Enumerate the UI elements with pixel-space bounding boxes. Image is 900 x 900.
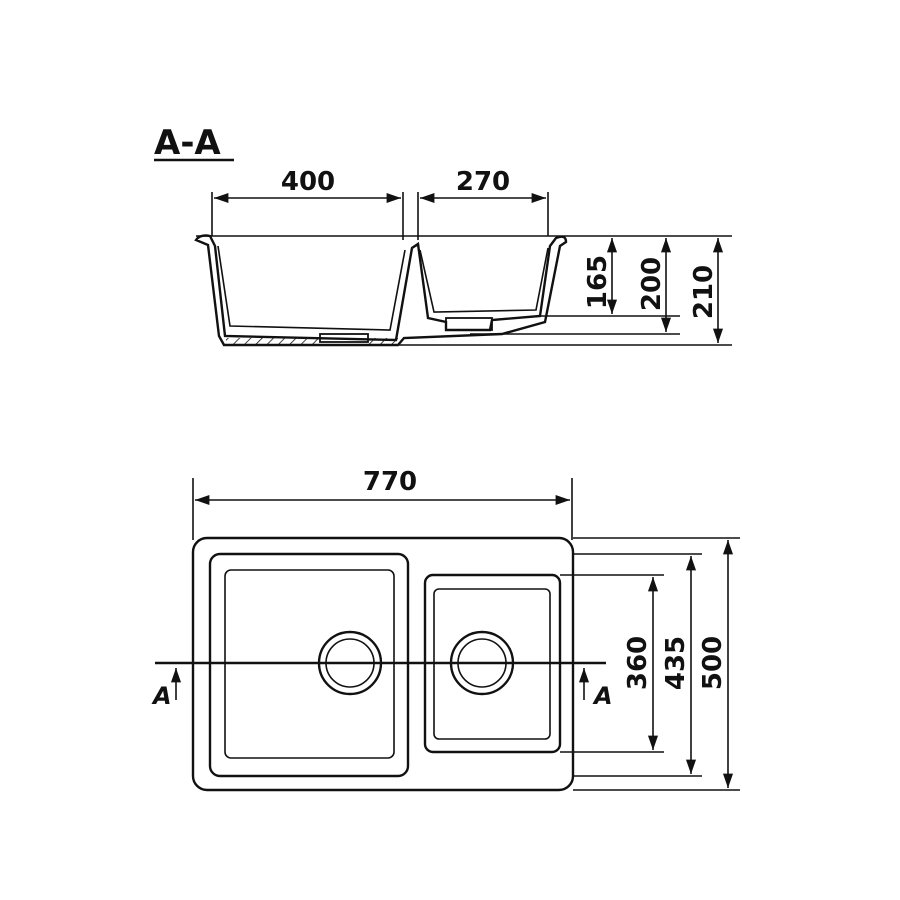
section-hatch-left — [226, 338, 320, 344]
section-sink-outer — [194, 234, 568, 347]
section-right-drain — [445, 317, 493, 331]
dim-360-label: 360 — [623, 636, 653, 690]
dim-435-label: 435 — [661, 636, 691, 690]
plan-left-bowl-rim — [208, 552, 410, 778]
section-view: A-A 400 270 165 200 210 — [154, 123, 732, 347]
section-right-bowl-inner — [419, 247, 549, 313]
plan-view: 770 A A 360 435 500 — [151, 467, 740, 792]
cut-marker-right: A — [592, 682, 613, 710]
section-hatch-right — [368, 338, 398, 344]
dim-200-label: 200 — [637, 257, 667, 311]
dim-400-label: 400 — [281, 167, 335, 197]
cut-marker-left: A — [151, 682, 172, 710]
dim-165-label: 165 — [583, 255, 613, 309]
dim-500-label: 500 — [698, 636, 728, 690]
dim-270-label: 270 — [456, 167, 510, 197]
section-left-bowl-inner — [217, 245, 406, 331]
dim-770-label: 770 — [363, 467, 417, 497]
dim-210-label: 210 — [689, 265, 719, 319]
section-title: A-A — [154, 123, 221, 163]
